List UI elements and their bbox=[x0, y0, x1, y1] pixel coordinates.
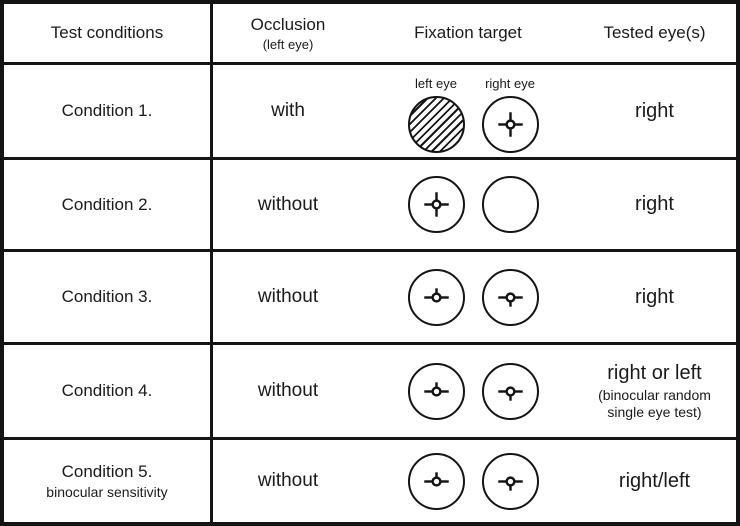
condition-4-row: Condition 4. without right or left (bino… bbox=[4, 345, 736, 440]
left-eye-fixation-circle bbox=[407, 452, 465, 510]
right-eye-fixation-circle bbox=[481, 362, 539, 420]
left-eye-fixation-circle bbox=[407, 362, 465, 420]
right-eye-fixation-circle bbox=[481, 95, 539, 153]
left-eye-occluded-circle bbox=[407, 95, 465, 153]
condition-2-row: Condition 2. without right bbox=[4, 160, 736, 252]
fixation-pair: left eye right eye bbox=[407, 70, 539, 153]
tested-eye-value: right or left bbox=[607, 361, 702, 384]
occlusion-value: with bbox=[271, 100, 305, 121]
header-occlusion: Occlusion bbox=[250, 14, 326, 34]
header-row: Test conditions Occlusion (left eye) Fix… bbox=[4, 4, 736, 65]
left-eye-label: left eye bbox=[415, 75, 457, 91]
fixation-pair bbox=[407, 268, 539, 326]
right-eye-empty-circle bbox=[481, 176, 539, 233]
occlusion-value: without bbox=[257, 380, 319, 401]
tested-eye-note-line1: (binocular random bbox=[598, 386, 711, 403]
condition-label: Condition 1. bbox=[4, 65, 213, 157]
tested-eye-value: right/left bbox=[618, 469, 691, 492]
condition-3-row: Condition 3. without right bbox=[4, 252, 736, 345]
right-eye-fixation-circle bbox=[481, 268, 539, 326]
occlusion-value: without bbox=[257, 470, 319, 491]
condition-5-row: Condition 5. binocular sensitivity witho… bbox=[4, 440, 736, 522]
occlusion-value: without bbox=[257, 193, 319, 215]
left-eye-fixation-circle bbox=[407, 176, 465, 233]
header-test-conditions: Test conditions bbox=[4, 4, 213, 62]
tested-eye-note-line2: single eye test) bbox=[607, 403, 702, 420]
condition-label: Condition 3. bbox=[4, 252, 213, 342]
condition-label: Condition 4. bbox=[4, 345, 213, 437]
tested-eye-value: right bbox=[635, 99, 674, 122]
right-eye-label: right eye bbox=[485, 75, 535, 91]
condition-label: Condition 2. bbox=[4, 160, 213, 249]
header-fixation-target: Fixation target bbox=[414, 23, 522, 42]
header-tested-eyes: Tested eye(s) bbox=[603, 23, 706, 42]
header-occlusion-sub: (left eye) bbox=[262, 36, 314, 52]
fixation-pair bbox=[407, 362, 539, 420]
fixation-pair bbox=[407, 176, 539, 233]
left-eye-fixation-circle bbox=[407, 268, 465, 326]
condition-1-row: Condition 1. with left eye right eye rig… bbox=[4, 65, 736, 160]
right-eye-fixation-circle bbox=[481, 452, 539, 510]
condition-sublabel: binocular sensitivity bbox=[46, 484, 168, 500]
tested-eye-value: right bbox=[635, 193, 674, 215]
tested-eye-value: right bbox=[635, 285, 674, 308]
condition-label: Condition 5. bbox=[61, 462, 153, 481]
occlusion-value: without bbox=[257, 286, 319, 307]
fixation-pair bbox=[407, 452, 539, 510]
